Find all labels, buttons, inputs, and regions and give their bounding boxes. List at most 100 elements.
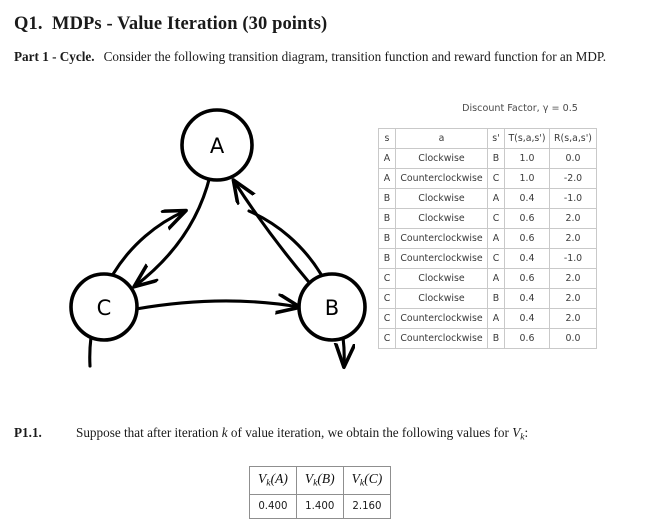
- cell-a: Clockwise: [395, 148, 488, 169]
- cell-r: 2.0: [549, 208, 597, 229]
- cell-t: 0.4: [504, 308, 550, 329]
- col-header-s-prime: s': [487, 128, 505, 149]
- table-row: C Clockwise B 0.4 2.0: [378, 288, 597, 309]
- cell-s: C: [378, 308, 396, 329]
- cell-t: 0.4: [504, 248, 550, 269]
- edge-a-to-c: [135, 174, 212, 286]
- transition-table-container: s a s' T(s,a,s') R(s,a,s') A Clockwise B…: [378, 128, 597, 349]
- table-row: B Counterclockwise C 0.4 -1.0: [378, 248, 597, 269]
- cell-r: -1.0: [549, 248, 597, 269]
- cell-sp: C: [487, 208, 505, 229]
- cell-t: 0.4: [504, 288, 550, 309]
- cell-sp: A: [487, 268, 505, 289]
- part-1-text: Consider the following transition diagra…: [103, 49, 607, 64]
- node-b-label: B: [325, 296, 339, 320]
- table-row: B Clockwise C 0.6 2.0: [378, 208, 597, 229]
- cell-s: C: [378, 288, 396, 309]
- cell-a: Clockwise: [395, 268, 488, 289]
- edge-c-to-b: [134, 301, 299, 309]
- cell-r: 2.0: [549, 288, 597, 309]
- values-table-container: Vk(A) Vk(B) Vk(C) 0.400 1.400 2.160: [249, 466, 392, 519]
- cell-a: Clockwise: [395, 208, 488, 229]
- cell-t: 0.6: [504, 208, 550, 229]
- discount-factor-prefix: Discount Factor,: [462, 103, 543, 114]
- page-title: Q1. MDPs - Value Iteration (30 points): [14, 14, 328, 34]
- value-b: 1.400: [295, 493, 344, 519]
- col-header-r: R(s,a,s'): [549, 128, 597, 149]
- p11-text-1: Suppose that after iteration: [76, 425, 222, 440]
- table-row: A Counterclockwise C 1.0 -2.0: [378, 168, 597, 189]
- transition-diagram: A C B: [18, 96, 368, 386]
- cell-sp: B: [487, 328, 505, 349]
- cell-s: B: [378, 248, 396, 269]
- cell-a: Clockwise: [395, 288, 488, 309]
- part-1-label: Part 1 - Cycle.: [14, 49, 95, 64]
- table-row: B Clockwise A 0.4 -1.0: [378, 188, 597, 209]
- table-row: C Counterclockwise B 0.6 0.0: [378, 328, 597, 349]
- values-table: Vk(A) Vk(B) Vk(C) 0.400 1.400 2.160: [249, 466, 392, 519]
- edge-a-to-b: [247, 209, 344, 366]
- node-c-label: C: [97, 296, 112, 320]
- node-b-circle: [297, 272, 367, 342]
- value-a: 0.400: [249, 493, 297, 519]
- cell-sp: C: [487, 248, 505, 269]
- node-a-circle: [180, 108, 254, 182]
- cell-sp: A: [487, 228, 505, 249]
- col-header-a: a: [395, 128, 488, 149]
- cell-sp: A: [487, 308, 505, 329]
- cell-t: 1.0: [504, 148, 550, 169]
- cell-a: Counterclockwise: [395, 328, 488, 349]
- cell-a: Counterclockwise: [395, 308, 488, 329]
- cell-t: 0.6: [504, 268, 550, 289]
- cell-s: C: [378, 268, 396, 289]
- table-row: C Clockwise A 0.6 2.0: [378, 268, 597, 289]
- table-row: C Counterclockwise A 0.4 2.0: [378, 308, 597, 329]
- cell-t: 0.4: [504, 188, 550, 209]
- cell-r: -2.0: [549, 168, 597, 189]
- values-header-c: Vk(C): [342, 466, 392, 495]
- values-header-row: Vk(A) Vk(B) Vk(C): [249, 466, 392, 495]
- discount-factor-caption: Discount Factor, γ = 0.5: [455, 103, 585, 114]
- part-1-paragraph: Part 1 - Cycle. Consider the following tr…: [14, 48, 654, 67]
- cell-sp: C: [487, 168, 505, 189]
- cell-s: A: [378, 168, 396, 189]
- p11-text-2: of value iteration, we obtain the follow…: [227, 425, 513, 440]
- transition-table: s a s' T(s,a,s') R(s,a,s') A Clockwise B…: [378, 128, 597, 349]
- cell-a: Clockwise: [395, 188, 488, 209]
- values-body-row: 0.400 1.400 2.160: [249, 493, 392, 519]
- cell-r: 0.0: [549, 148, 597, 169]
- cell-sp: A: [487, 188, 505, 209]
- p11-vk-symbol: V: [512, 425, 521, 440]
- cell-s: C: [378, 328, 396, 349]
- node-a-label: A: [210, 134, 225, 158]
- cell-s: A: [378, 148, 396, 169]
- cell-a: Counterclockwise: [395, 248, 488, 269]
- edge-b-to-a: [234, 181, 310, 283]
- node-c-circle: [69, 272, 139, 342]
- cell-sp: B: [487, 148, 505, 169]
- p11-vk-subscript: k: [520, 432, 525, 443]
- cell-r: 2.0: [549, 308, 597, 329]
- table-row: A Clockwise B 1.0 0.0: [378, 148, 597, 169]
- p11-text-3: :: [524, 425, 529, 440]
- cell-r: 2.0: [549, 228, 597, 249]
- p11-label: P1.1.: [14, 425, 42, 440]
- cell-sp: B: [487, 288, 505, 309]
- values-header-b: Vk(B): [295, 466, 344, 495]
- cell-r: -1.0: [549, 188, 597, 209]
- table-row: B Counterclockwise A 0.6 2.0: [378, 228, 597, 249]
- cell-s: B: [378, 208, 396, 229]
- cell-s: B: [378, 228, 396, 249]
- cell-r: 0.0: [549, 328, 597, 349]
- p11-italic-k: k: [221, 425, 228, 440]
- table-header-row: s a s' T(s,a,s') R(s,a,s'): [378, 128, 597, 149]
- cell-a: Counterclockwise: [395, 168, 488, 189]
- cell-a: Counterclockwise: [395, 228, 488, 249]
- gamma-symbol: γ: [542, 103, 549, 114]
- values-header-a: Vk(A): [249, 466, 297, 495]
- cell-t: 1.0: [504, 168, 550, 189]
- col-header-s: s: [378, 128, 396, 149]
- cell-s: B: [378, 188, 396, 209]
- value-c: 2.160: [342, 493, 392, 519]
- cell-r: 2.0: [549, 268, 597, 289]
